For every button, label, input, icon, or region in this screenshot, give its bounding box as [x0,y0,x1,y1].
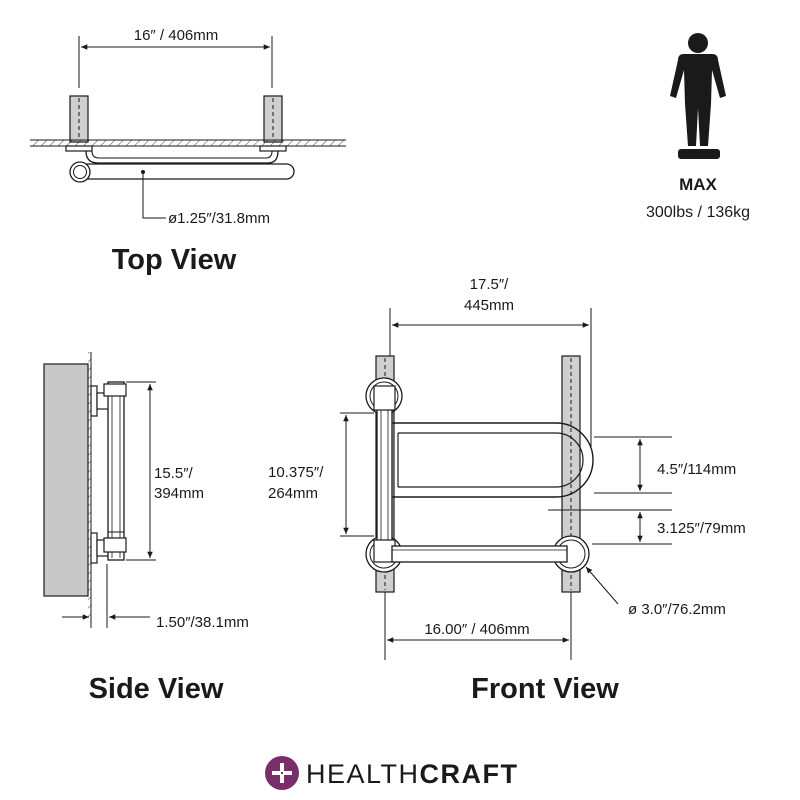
side-view: 15.5″/ 394mm 1.50″/38.1mm Side View [43,352,249,705]
front-flange-leader [585,566,619,605]
front-upper-gap-label: 4.5″/114mm [657,461,736,478]
front-width-label-2: 445mm [464,297,514,314]
brand-wordmark-light: HEALTH [306,759,420,789]
front-width-label-1: 17.5″/ [470,276,510,293]
top-view-title: Top View [112,244,237,276]
front-height-label-1: 10.375″/ [268,464,324,481]
top-lower-bar-end [69,161,91,183]
front-vertical-rail [376,397,393,551]
side-view-title: Side View [89,673,224,705]
top-upper-bar [85,150,279,164]
front-u-handle [392,422,594,498]
max-weight: 300lbs / 136kg [646,204,750,221]
side-wall [43,363,89,597]
max-label: MAX [679,175,717,194]
top-flange-left [65,145,93,152]
capacity-block: MAX 300lbs / 136kg [646,33,750,221]
front-view-title: Front View [471,673,619,705]
side-height-label-1: 15.5″/ [154,465,194,482]
front-lower-bar [391,545,568,563]
top-flange-right [259,145,287,152]
brand-logo: HEALTHCRAFT [265,756,519,790]
top-diameter-leader [142,172,166,219]
top-diameter-label: ø1.25″/31.8mm [168,210,270,227]
side-flange-bottom [90,532,98,564]
side-flange-top [90,385,98,417]
top-wall-hatch [30,140,346,146]
front-height-label-2: 264mm [268,485,318,502]
front-flange-diameter-label: ø 3.0″/76.2mm [628,601,726,618]
person-on-scale-icon [670,33,726,159]
front-stud-width-label: 16.00″ / 406mm [424,621,529,638]
plus-circle-logo-icon [265,756,299,790]
brand-wordmark-bold: CRAFT [420,759,519,789]
side-depth-label: 1.50″/38.1mm [156,614,249,631]
top-view: 16″ / 406mm ø1.25″/31.8mm Top View [30,27,346,276]
front-lower-gap-label: 3.125″/79mm [657,520,746,537]
side-rail [107,381,125,561]
top-width-label: 16″ / 406mm [134,27,219,44]
front-view: 17.5″/ 445mm 10.375″/ 264mm [268,276,746,705]
top-lower-bar [79,163,295,180]
brand-wordmark: HEALTHCRAFT [306,759,519,789]
side-height-label-2: 394mm [154,485,204,502]
